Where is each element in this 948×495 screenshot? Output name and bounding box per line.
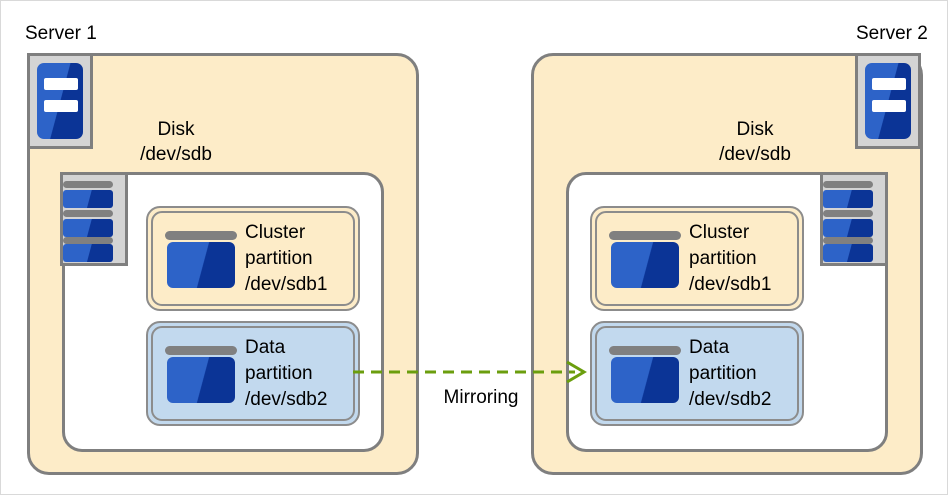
- partition-line-2: partition: [245, 247, 313, 269]
- server-2-server-icon: [855, 53, 921, 149]
- partition-line-3: /dev/sdb2: [245, 388, 328, 410]
- partition-line-2: partition: [689, 247, 757, 269]
- disk-unit-cap-icon: [823, 210, 873, 217]
- disk-unit-cap-icon: [63, 181, 113, 188]
- partition-line-2: partition: [689, 362, 757, 384]
- server-slot-icon: [872, 100, 906, 112]
- disk-unit-cap-icon: [63, 237, 113, 244]
- partition-icon: [609, 227, 681, 291]
- server-2-disk-stack-icon: [820, 172, 888, 266]
- partition-line-3: /dev/sdb1: [245, 273, 328, 295]
- server-1-data-partition-box: Data partition /dev/sdb2: [146, 321, 360, 426]
- server-2-data-partition-box: Data partition /dev/sdb2: [590, 321, 804, 426]
- disk-caption-line-1: Disk: [157, 119, 195, 140]
- server-slot-icon: [872, 78, 906, 90]
- partition-icon: [609, 342, 681, 406]
- disk-unit-body-icon: [823, 244, 873, 262]
- server-slot-icon: [44, 78, 78, 90]
- server-2-cluster-partition-box: Cluster partition /dev/sdb1: [590, 206, 804, 311]
- partition-icon: [165, 342, 237, 406]
- disk-caption-line-1: Disk: [736, 119, 774, 140]
- partition-line-1: Cluster: [689, 221, 750, 243]
- server-1-server-icon: [27, 53, 93, 149]
- disk-unit-body-icon: [63, 190, 113, 208]
- disk-unit-body-icon: [63, 244, 113, 262]
- server-1-cluster-partition-box: Cluster partition /dev/sdb1: [146, 206, 360, 311]
- disk-unit-body-icon: [63, 219, 113, 237]
- server-slot-icon: [44, 100, 78, 112]
- mirroring-label: Mirroring: [443, 387, 519, 408]
- partition-text: Data partition /dev/sdb2: [245, 335, 327, 413]
- disk-unit-cap-icon: [823, 237, 873, 244]
- server-2-disk-caption: Disk /dev/sdb: [685, 117, 825, 167]
- disk-caption-line-2: /dev/sdb: [719, 144, 791, 165]
- partition-line-2: partition: [245, 362, 313, 384]
- partition-line-3: /dev/sdb1: [689, 273, 772, 295]
- partition-text: Data partition /dev/sdb2: [689, 335, 771, 413]
- disk-caption-line-2: /dev/sdb: [140, 144, 212, 165]
- server-1-disk-stack-icon: [60, 172, 128, 266]
- server-1-disk-caption: Disk /dev/sdb: [106, 117, 246, 167]
- disk-unit-body-icon: [823, 190, 873, 208]
- partition-line-1: Cluster: [245, 221, 306, 243]
- server-2-label: Server 2: [856, 23, 928, 44]
- mirroring-arrow-icon: [353, 360, 587, 384]
- partition-line-1: Data: [689, 336, 730, 358]
- partition-text: Cluster partition /dev/sdb1: [245, 220, 327, 298]
- partition-line-1: Data: [245, 336, 286, 358]
- server-1-label: Server 1: [25, 23, 97, 44]
- partition-icon: [165, 227, 237, 291]
- partition-line-3: /dev/sdb2: [689, 388, 772, 410]
- disk-unit-cap-icon: [823, 181, 873, 188]
- partition-text: Cluster partition /dev/sdb1: [689, 220, 771, 298]
- disk-unit-cap-icon: [63, 210, 113, 217]
- disk-unit-body-icon: [823, 219, 873, 237]
